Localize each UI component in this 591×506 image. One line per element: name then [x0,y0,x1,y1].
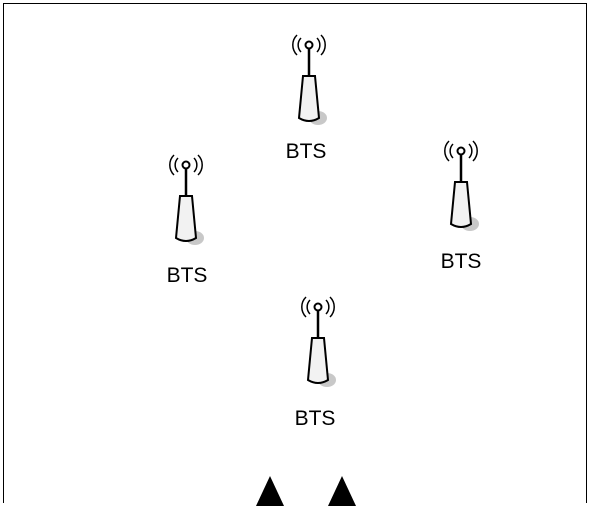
bts-tower-icon [281,34,337,134]
bts-tower-icon [158,154,214,254]
bts-label: BTS [166,264,208,287]
arrow-tip-right-icon [328,476,356,506]
diagram-canvas: BTS BTS BTS [3,3,587,506]
bts-label: BTS [294,407,336,430]
bts-label: BTS [440,250,482,273]
bts-tower-icon [290,296,346,396]
bts-label: BTS [285,140,327,163]
bts-tower-icon [433,140,489,240]
arrow-tip-left-icon [256,476,284,506]
